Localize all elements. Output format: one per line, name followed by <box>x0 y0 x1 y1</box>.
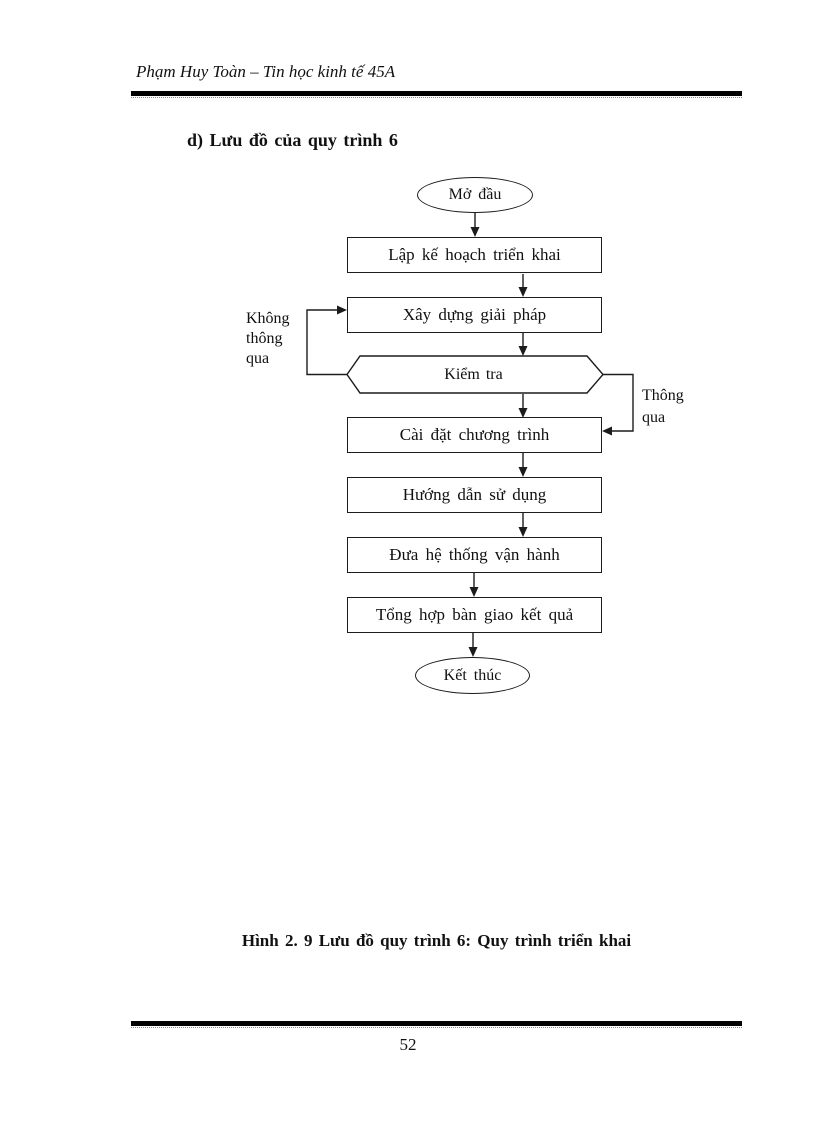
flow-node-decision: Kiểm tra <box>444 365 503 383</box>
arrowhead <box>470 227 480 237</box>
page-header-text: Phạm Huy Toàn – Tin học kinh tế 45A <box>136 62 396 81</box>
flow-node-start: Mở đầu <box>417 177 533 213</box>
arrowhead-accept <box>602 426 612 436</box>
flow-node-step2: Xây dựng giải pháp <box>347 297 602 333</box>
flow-node-step6: Tổng hợp bàn giao kết quả <box>347 597 602 633</box>
arrowhead <box>518 467 528 477</box>
flow-node-step5: Đưa hệ thống vận hành <box>347 537 602 573</box>
figure-caption: Hình 2. 9 Lưu đồ quy trình 6: Quy trình … <box>241 931 632 950</box>
reject-loop-connector <box>306 309 347 376</box>
edge-label-reject: Không thông qua <box>246 310 290 367</box>
arrowhead <box>468 647 478 657</box>
flow-node-end: Kết thúc <box>415 657 530 694</box>
arrowhead <box>518 346 528 356</box>
flow-node-step4: Hướng dẫn sử dụng <box>347 477 602 513</box>
arrowhead <box>518 527 528 537</box>
section-heading: d) Lưu đồ của quy trình 6 <box>187 130 398 150</box>
accept-connector <box>603 373 634 432</box>
footer-rule <box>131 1021 742 1028</box>
arrowhead <box>518 287 528 297</box>
arrowhead <box>469 587 479 597</box>
edge-label-accept: Thông qua <box>642 387 684 426</box>
arrowhead-reject <box>337 305 347 315</box>
flow-node-step3: Cài đặt chương trình <box>347 417 602 453</box>
page-number: 52 <box>399 1035 417 1054</box>
header-rule <box>131 91 742 98</box>
flow-node-step1: Lập kế hoạch triển khai <box>347 237 602 273</box>
